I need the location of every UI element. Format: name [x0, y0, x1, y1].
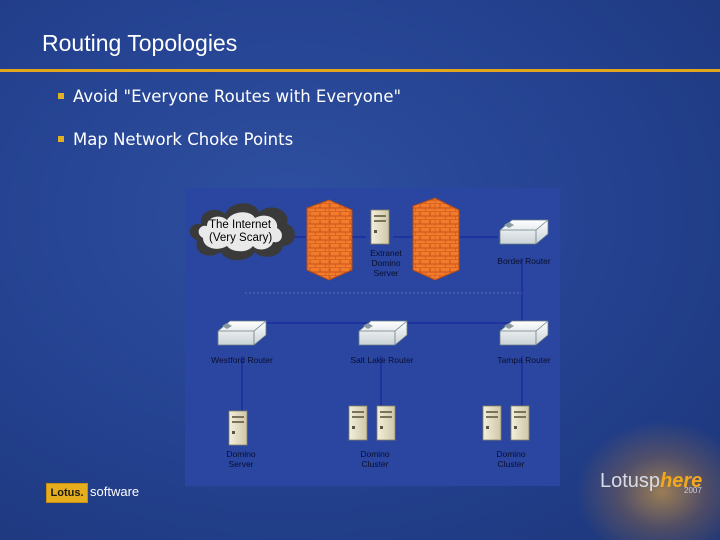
- network-diagram-graphic: [189, 197, 549, 446]
- bullet-item: Map Network Choke Points: [58, 130, 293, 149]
- bullet-marker-icon: [58, 93, 64, 99]
- border-router-label: Border Router: [497, 256, 551, 266]
- server-icon: [370, 209, 390, 245]
- bullet-item: Avoid "Everyone Routes with Everyone": [58, 87, 401, 106]
- server-icon: [228, 410, 248, 446]
- lotusphere-logo-part: here: [660, 470, 703, 492]
- label-line: Cluster: [361, 459, 389, 469]
- server-icon: [376, 405, 396, 441]
- label-line: Cluster: [497, 459, 525, 469]
- server-icon: [348, 405, 368, 441]
- firewall-icon-left: [306, 199, 353, 281]
- router-icon: [358, 320, 408, 346]
- server-icon: [510, 405, 530, 441]
- salt-lake-router-label: Salt Lake Router: [350, 355, 414, 365]
- label-line: Domino: [226, 449, 256, 459]
- label-line: Domino: [496, 449, 526, 459]
- network-diagram: The Internet (Very Scary) Extranet Domin…: [185, 188, 560, 486]
- router-icon: [499, 219, 549, 245]
- internet-cloud-icon: [189, 203, 295, 261]
- lotusphere-glow: [575, 420, 720, 540]
- label-line: Domino: [360, 449, 390, 459]
- domino-cluster-label: Domino Cluster: [488, 449, 534, 469]
- firewall-icon-right: [412, 197, 460, 281]
- lotusphere-year: 2007: [684, 486, 702, 495]
- slide-title: Routing Topologies: [42, 30, 238, 56]
- internet-cloud-label: The Internet (Very Scary): [209, 219, 272, 245]
- westford-router-label: Westford Router: [211, 355, 273, 365]
- bullet-marker-icon: [58, 136, 64, 142]
- extranet-server-label: Extranet Domino Server: [361, 248, 411, 278]
- bullet-text: Avoid "Everyone Routes with Everyone": [73, 87, 402, 106]
- lotus-logo: Lotus.: [46, 483, 88, 503]
- lotus-software-text: software: [90, 484, 140, 499]
- cloud-label-line: (Very Scary): [209, 232, 273, 244]
- cloud-label-line: The Internet: [209, 219, 272, 231]
- label-line: Domino: [371, 258, 401, 268]
- lotusphere-logo-part: Lotusp: [600, 470, 661, 492]
- domino-server-label: Domino Server: [218, 449, 264, 469]
- router-icon: [217, 320, 267, 346]
- label-line: Server: [373, 268, 399, 278]
- title-rule: [0, 69, 720, 72]
- label-line: Server: [228, 459, 254, 469]
- tampa-router-label: Tampa Router: [497, 355, 551, 365]
- bullet-text: Map Network Choke Points: [73, 130, 294, 149]
- server-icon: [482, 405, 502, 441]
- label-line: Extranet: [370, 248, 402, 258]
- lotusphere-logo: Lotusphere: [600, 470, 702, 493]
- router-icon: [499, 320, 549, 346]
- domino-cluster-label: Domino Cluster: [352, 449, 398, 469]
